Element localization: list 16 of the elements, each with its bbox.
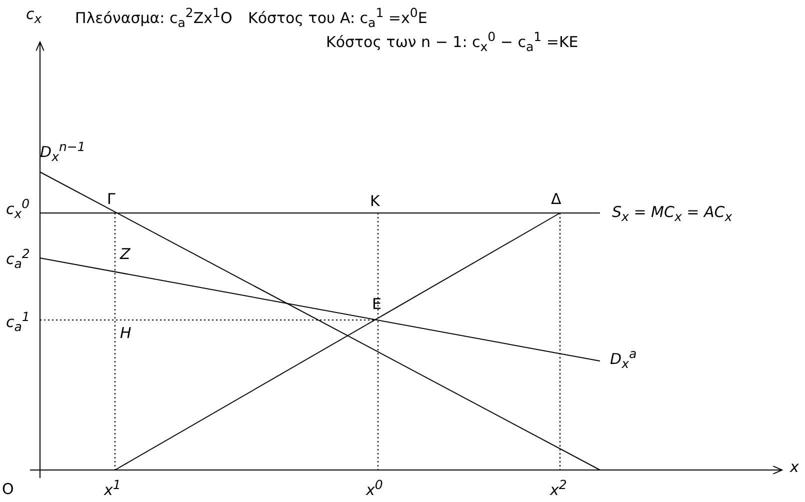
annotation-text: Κόστος των n − 1: c$_{x}$$^{0}$ − c$_{a}$$^{1}$ =KE <box>326 30 578 54</box>
point-label: E <box>372 296 382 312</box>
point-label: K <box>370 193 380 210</box>
point-label: Δ <box>551 191 562 208</box>
axis-label: x <box>790 459 799 476</box>
curve-label: S$_{x}$ = MC$_{x}$ = AC$_{x}$ <box>612 204 732 224</box>
annotation-text: Κόστος του A: c$_{a}$$^{1}$ =x$^{0}$E <box>248 6 428 30</box>
point-label: Γ <box>107 191 116 208</box>
tick-label: x$^{1}$ <box>104 478 121 498</box>
point-label: H <box>120 325 132 342</box>
annotation-text: Πλεόνασμα: c$_{a}$$^{2}$Zx$^{1}$O <box>75 6 232 30</box>
axis-label: c$_{x}$ <box>26 6 42 26</box>
point-label: Z <box>120 246 130 262</box>
tick-label: x$^{0}$ <box>366 478 383 498</box>
origin-label: O <box>2 481 14 498</box>
tick-label: x$^{2}$ <box>550 478 567 498</box>
